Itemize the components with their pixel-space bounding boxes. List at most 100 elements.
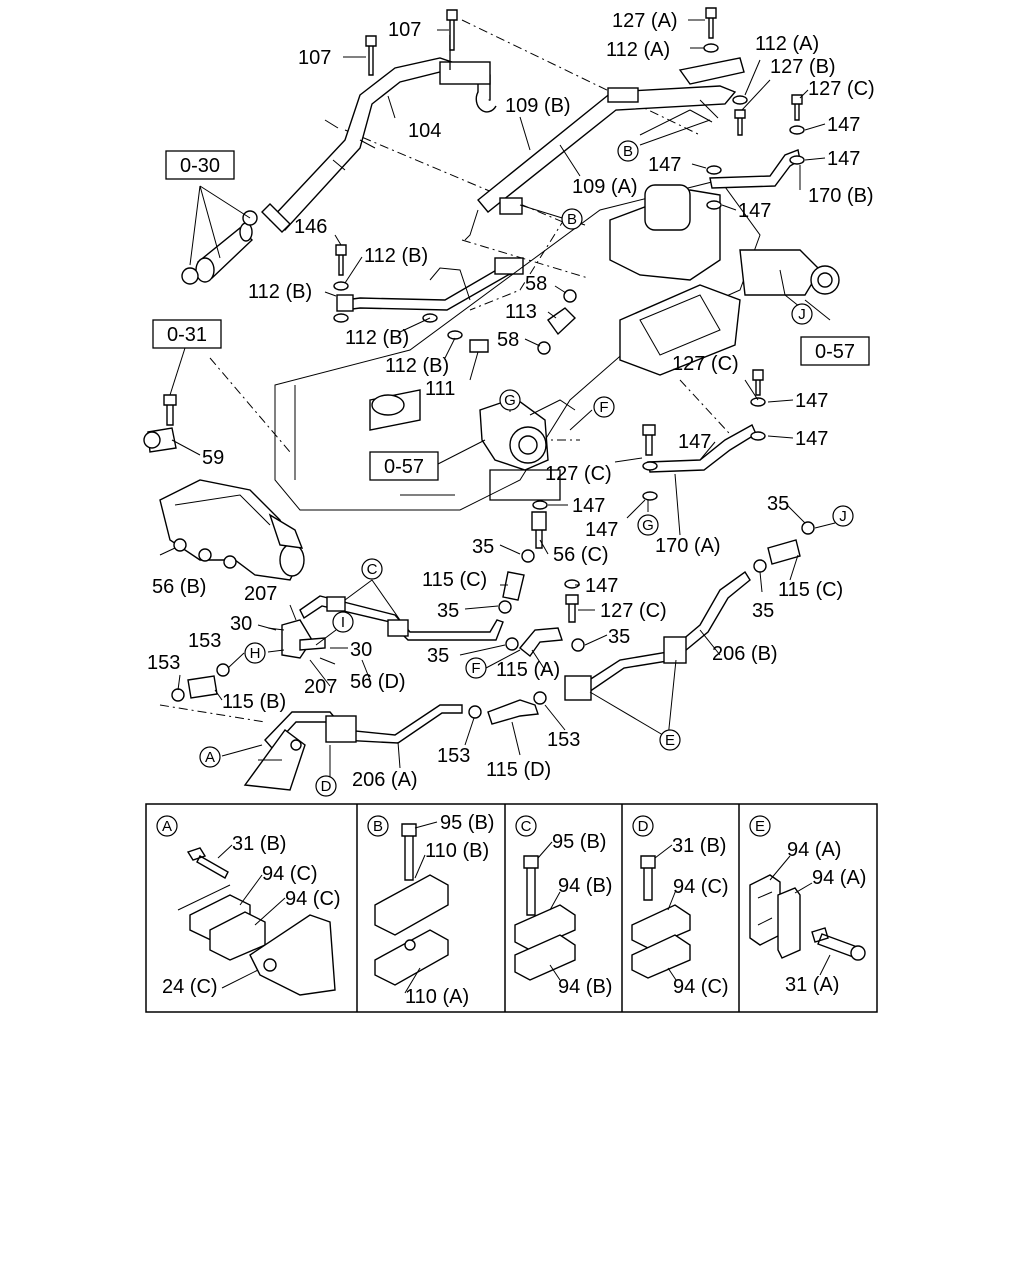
panel-letter: B (373, 818, 383, 835)
part-labels: 107 107 104 109 (B) 109 (A) 127 (A) 112 … (147, 10, 875, 791)
callout-letter: J (798, 306, 806, 323)
part-label: 112 (B) (385, 355, 449, 377)
part-label: 112 (A) (606, 39, 670, 61)
callout-letter: E (665, 732, 675, 749)
part-label: 35 (437, 600, 459, 622)
part-label: 112 (B) (248, 281, 312, 303)
part-label: 59 (202, 447, 224, 469)
part-label: 115 (D) (486, 759, 551, 781)
callout-letter: G (642, 517, 654, 534)
detail-label: 31 (A) (785, 974, 839, 996)
pipe-c-bracket (299, 595, 504, 641)
ref-box-label: 0-31 (167, 324, 207, 346)
detail-label: 94 (A) (812, 867, 866, 889)
ref-box-0-57-lower: 0-57 (369, 451, 439, 481)
detail-label: 31 (B) (232, 833, 286, 855)
part-label: 127 (C) (600, 600, 667, 622)
part-label: 147 (738, 200, 771, 222)
part-label: 115 (C) (778, 579, 843, 601)
part-label: 111 (425, 378, 455, 400)
detail-panel-d: D 31 (B) 94 (C) 94 (C) (631, 815, 729, 998)
hose-113 (547, 307, 577, 336)
detail-label: 95 (B) (552, 831, 606, 853)
engine-block (274, 179, 840, 511)
detail-label: 94 (B) (558, 875, 612, 897)
part-label: 115 (C) (422, 569, 487, 591)
part-label: 147 (795, 428, 828, 450)
pipe-206a (264, 704, 463, 750)
part-label: 107 (388, 19, 421, 41)
pipe-170b (709, 149, 801, 189)
ref-box-0-31: 0-31 (152, 319, 222, 349)
part-label: 147 (827, 114, 860, 136)
part-label: 58 (525, 273, 547, 295)
callout-letter: J (839, 508, 847, 525)
bracket-a (243, 729, 306, 791)
part-label: 115 (A) (496, 659, 560, 681)
part-label: 127 (B) (770, 56, 836, 78)
part-label: 170 (A) (655, 535, 721, 557)
hose-115c-right (767, 539, 801, 565)
detail-panels: A 31 (B) 94 (C) 94 (C) 24 (C) B (145, 803, 878, 1013)
pipe-112b-line (336, 257, 524, 312)
part-label: 30 (350, 639, 372, 661)
pipe-206b (564, 570, 751, 701)
ref-box-label: 0-57 (384, 456, 424, 478)
pipe-104 (261, 35, 497, 233)
part-label: 153 (188, 630, 221, 652)
part-label: 115 (B) (222, 691, 286, 713)
part-label: 112 (B) (364, 245, 428, 267)
callout-letter: F (599, 399, 608, 416)
hose-115c-left (502, 571, 525, 601)
ref-box-label: 0-57 (815, 341, 855, 363)
part-label: 58 (497, 329, 519, 351)
part-label: 107 (298, 47, 331, 69)
part-label: 112 (A) (755, 33, 819, 55)
part-label: 147 (678, 431, 711, 453)
thermostat-housing (479, 397, 576, 471)
callout-letter: F (471, 660, 480, 677)
ref-box-0-30: 0-30 (165, 150, 235, 180)
ref-box-label: 0-30 (180, 155, 220, 177)
detail-panel-e: E 94 (A) 94 (A) 31 (A) (749, 815, 866, 996)
detail-label: 94 (C) (285, 888, 341, 910)
detail-label: 94 (C) (673, 976, 729, 998)
part-label: 206 (B) (712, 643, 778, 665)
pipe-109 (464, 57, 745, 241)
part-label: 127 (A) (612, 10, 678, 32)
detail-label: 94 (A) (787, 839, 841, 861)
part-label: 147 (827, 148, 860, 170)
detail-label: 110 (A) (405, 986, 469, 1008)
callout-letter: B (567, 211, 577, 228)
part-label: 109 (B) (505, 95, 571, 117)
part-label: 56 (B) (152, 576, 206, 598)
manifold-56b (143, 427, 305, 581)
fasteners (163, 7, 815, 719)
callout-letter: A (205, 749, 215, 766)
part-label: 35 (608, 626, 630, 648)
part-label: 207 (304, 676, 337, 698)
callout-letter: D (321, 778, 332, 795)
detail-label: 94 (C) (673, 876, 729, 898)
part-label: 147 (795, 390, 828, 412)
part-label: 112 (B) (345, 327, 409, 349)
main-exploded-view: 0-30 0-31 0-57 0-57 B B G F J G J C I H … (143, 7, 875, 896)
detail-label: 110 (B) (425, 840, 489, 862)
part-label: 153 (547, 729, 580, 751)
part-label: 127 (C) (808, 78, 875, 100)
detail-panel-b: B 95 (B) 110 (B) 110 (A) (367, 812, 494, 1008)
detail-label: 94 (B) (558, 976, 612, 998)
part-label: 35 (767, 493, 789, 515)
part-label: 35 (472, 536, 494, 558)
callout-letter: H (250, 645, 261, 662)
part-label: 146 (294, 216, 327, 238)
detail-label: 31 (B) (672, 835, 726, 857)
detail-label: 94 (C) (262, 863, 318, 885)
panel-letter: E (755, 818, 765, 835)
label-leaders (159, 19, 836, 785)
part-label: 127 (C) (545, 463, 612, 485)
part-label: 170 (B) (808, 185, 874, 207)
hose-115d (487, 699, 539, 725)
detail-panel-c: C 95 (B) 94 (B) 94 (B) (514, 815, 612, 998)
